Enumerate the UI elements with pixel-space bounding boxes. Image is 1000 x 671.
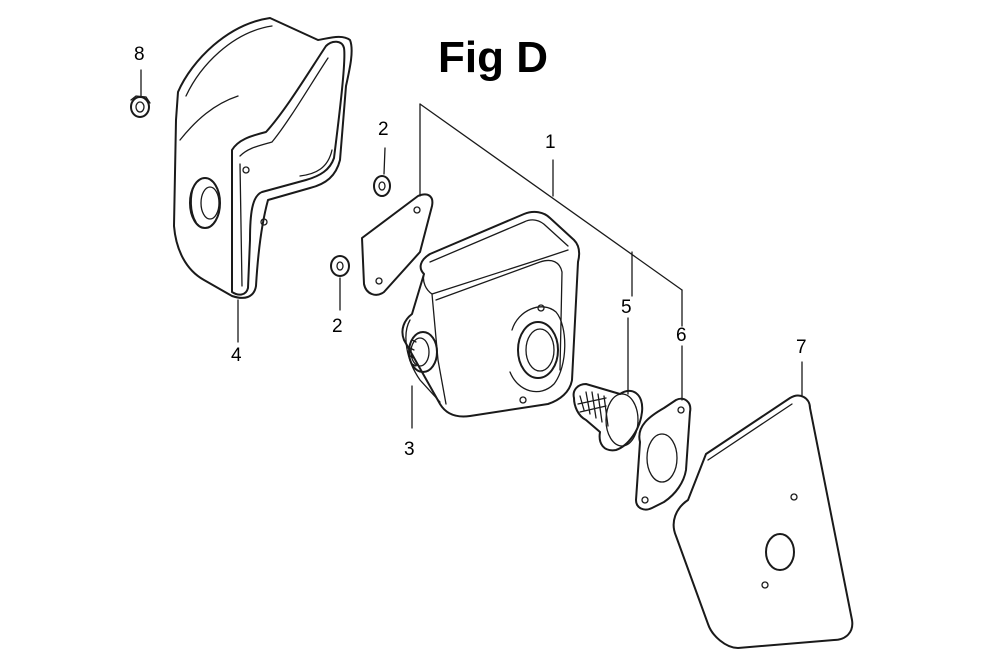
figure-title: Fig D: [438, 33, 548, 82]
part-8-nut: [130, 69, 151, 118]
part-5-spark-arrester: [572, 317, 644, 452]
part-7-heat-plate: [672, 361, 854, 649]
assembly-bracket-1: [419, 103, 683, 327]
part-2-washer-upper: [373, 147, 391, 197]
callout-4: 4: [231, 345, 242, 366]
callout-5: 5: [621, 297, 632, 318]
callout-2-lower: 2: [332, 316, 343, 337]
part-6-gasket: [635, 345, 692, 511]
part-4-heat-shield: [173, 17, 353, 343]
muffler-body: [401, 210, 581, 429]
callout-3: 3: [404, 439, 415, 460]
callout-8: 8: [134, 44, 145, 65]
part-3-plate: [361, 193, 434, 296]
callout-1: 1: [545, 132, 556, 153]
callout-7: 7: [796, 337, 807, 358]
callout-2-upper: 2: [378, 119, 389, 140]
part-2-washer-lower: [330, 255, 350, 311]
callout-6: 6: [676, 325, 687, 346]
